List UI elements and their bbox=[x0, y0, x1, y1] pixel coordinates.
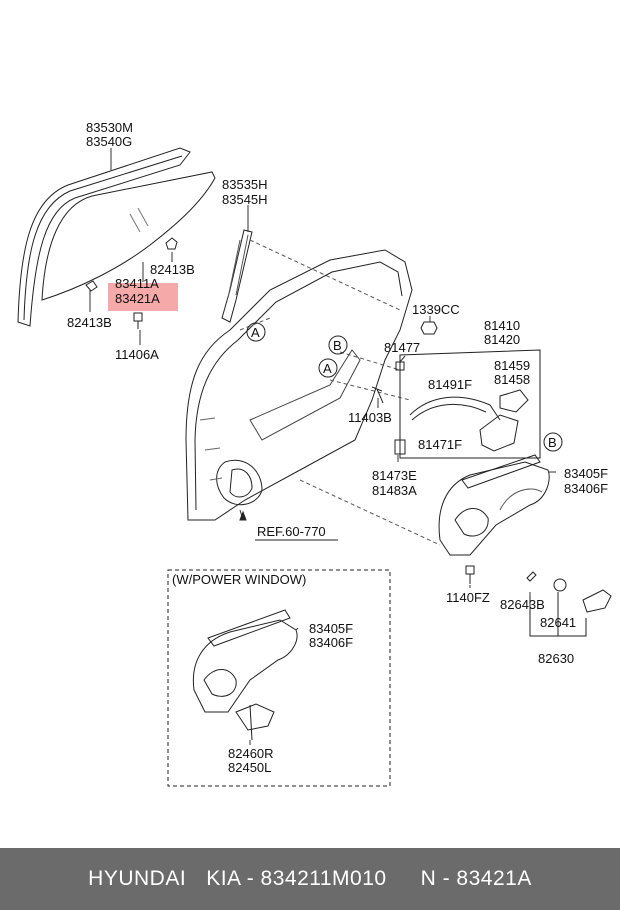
clip-upper-shape bbox=[165, 237, 178, 250]
label-glass-run-2: 83540G bbox=[86, 134, 133, 149]
part-number-footer: HYUNDAI KIA - 834211M010 N - 83421A bbox=[0, 848, 620, 910]
label-motor-1: 82460R bbox=[228, 746, 274, 761]
callout-a-circle-1 bbox=[246, 322, 266, 342]
label-handle: 82630 bbox=[538, 651, 575, 666]
callout-a-1: A bbox=[251, 325, 260, 340]
label-motor-2: 82450L bbox=[228, 760, 272, 775]
highlight-box bbox=[108, 283, 178, 311]
bolt-81477-shape bbox=[371, 361, 405, 404]
footer-oem: N - 83421A bbox=[420, 867, 532, 890]
handle-seat-shape bbox=[553, 578, 567, 592]
label-actuator-1: 81459 bbox=[494, 358, 531, 373]
label-nut: 1339CC bbox=[412, 302, 460, 317]
label-bracket-1: 81473E bbox=[372, 468, 417, 483]
bracket-shape bbox=[394, 439, 406, 455]
regulator-manual bbox=[438, 461, 550, 556]
bolt-glass-shape bbox=[133, 312, 143, 329]
cable-rod bbox=[409, 396, 501, 421]
label-regulator-1: 83405F bbox=[564, 466, 609, 481]
label-actuator-2: 81458 bbox=[494, 372, 531, 387]
handle-shape bbox=[582, 589, 612, 613]
label-regulator-2: 83406F bbox=[564, 481, 609, 496]
callout-b-1: B bbox=[333, 338, 342, 353]
label-bolt-11403: 11403B bbox=[348, 410, 392, 425]
label-clip-lower: 82413B bbox=[67, 315, 112, 330]
label-bracket-2: 81483A bbox=[372, 483, 417, 498]
motor-shape bbox=[235, 703, 275, 731]
label-glass-1: 83411A bbox=[115, 276, 159, 291]
door-panel bbox=[185, 249, 413, 521]
footer-brand2: KIA - 834211M010 bbox=[206, 867, 387, 890]
label-channel-1: 83535H bbox=[222, 177, 268, 192]
label-channel-2: 83545H bbox=[222, 192, 268, 207]
door-glass bbox=[41, 171, 216, 301]
label-clip-upper: 82413B bbox=[150, 262, 195, 277]
exploded-diagram bbox=[17, 147, 612, 787]
label-handle-seat: 82641 bbox=[540, 615, 577, 630]
clip-lower-shape bbox=[85, 280, 98, 292]
callout-a-2: A bbox=[323, 361, 332, 376]
rear-channel bbox=[221, 229, 253, 323]
label-bolt-1140: 1140FZ bbox=[446, 590, 490, 605]
label-power-regulator-1: 83405F bbox=[309, 621, 354, 636]
callout-b-circle-1 bbox=[328, 335, 348, 355]
nut-shape bbox=[420, 321, 438, 335]
label-power-regulator-2: 83406F bbox=[309, 635, 354, 650]
label-latch-1: 81410 bbox=[484, 318, 521, 333]
latch-body bbox=[479, 414, 519, 452]
callout-b-2: B bbox=[548, 435, 557, 450]
footer-brand1: HYUNDAI bbox=[88, 867, 187, 890]
label-rod: 81471F bbox=[418, 437, 463, 452]
callout-b-circle-2 bbox=[543, 432, 563, 452]
label-handle-clip: 82643B bbox=[500, 597, 545, 612]
label-power-title: (W/POWER WINDOW) bbox=[172, 572, 307, 587]
actuator-shape bbox=[499, 389, 529, 413]
latch-frame bbox=[399, 349, 541, 459]
label-glass-2: 83421A bbox=[115, 291, 160, 306]
label-glass-run-1: 83530M bbox=[86, 120, 133, 135]
label-cable: 81491F bbox=[428, 377, 473, 392]
label-latch-2: 81420 bbox=[484, 332, 521, 347]
handle-clip-shape bbox=[526, 571, 537, 582]
regulator-power bbox=[192, 619, 298, 713]
power-window-box bbox=[167, 569, 391, 787]
label-bolt-81477: 81477 bbox=[384, 340, 421, 355]
glass-run-channel bbox=[17, 147, 191, 327]
label-ref: REF.60-770 bbox=[257, 524, 326, 539]
label-bolt-glass: 11406A bbox=[115, 347, 159, 362]
callout-a-circle-2 bbox=[318, 358, 338, 378]
